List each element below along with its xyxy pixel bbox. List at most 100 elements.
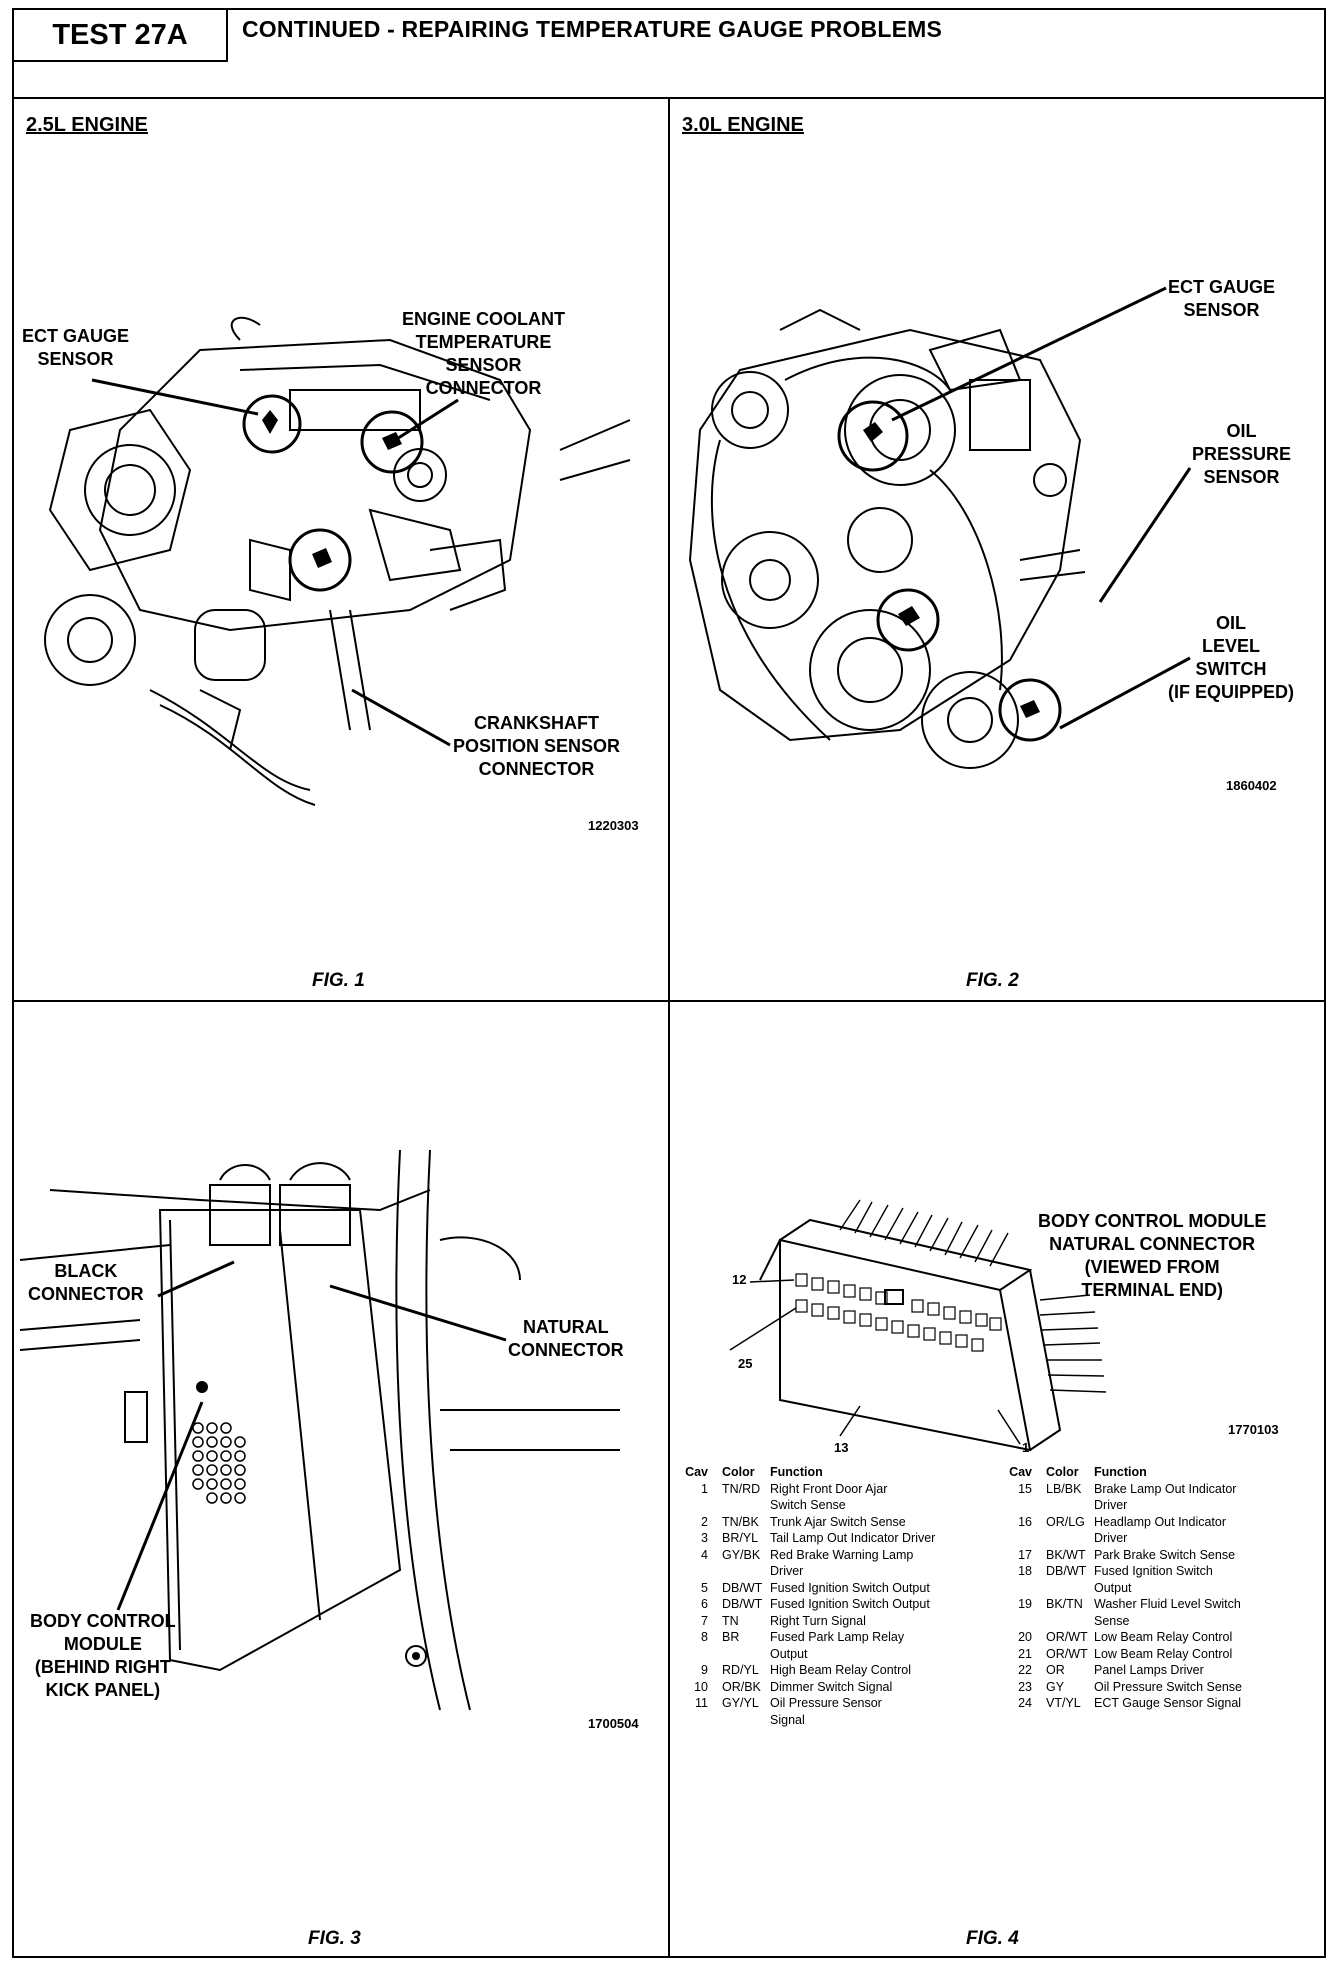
fig1-reference-number: 1220303	[588, 818, 639, 833]
fig4-reference-number: 1770103	[1228, 1422, 1279, 1437]
wire-color: TN	[722, 1613, 739, 1628]
wire-color: TN/BK	[722, 1514, 759, 1529]
cavity-number: 22	[1018, 1663, 1032, 1677]
circuit-function: Dimmer Switch Signal	[770, 1679, 893, 1694]
circuit-function: Right Turn Signal	[770, 1613, 866, 1628]
fig3-black-connector-callout: BLACK CONNECTOR	[28, 1261, 144, 1304]
table-row: 5 DB/WT Fused Ignition Switch Output	[680, 1580, 990, 1597]
wire-color: DB/WT	[722, 1597, 763, 1611]
cavity-number: 15	[1018, 1481, 1032, 1496]
cavity-number: 5	[701, 1580, 708, 1595]
fig1-ect-gauge-callout: ECT GAUGE SENSOR	[22, 326, 130, 369]
circuit-function: Panel Lamps Driver	[1094, 1663, 1204, 1677]
circuit-function: Oil Pressure Switch Sense	[1094, 1679, 1242, 1694]
fig4-pin-25-label: 25	[738, 1356, 753, 1371]
cavity-number: 11	[695, 1696, 708, 1710]
fig2-engine-label: 3.0L ENGINE	[682, 114, 804, 136]
wire-color: OR/WT	[1046, 1630, 1088, 1644]
circuit-function: Washer Fluid Level Switch Sense	[1094, 1597, 1241, 1628]
circuit-function: Low Beam Relay Control	[1094, 1646, 1233, 1661]
cavity-number: 2	[701, 1514, 708, 1529]
cavity-number: 9	[701, 1663, 708, 1677]
fig2-oil-level-callout: OIL LEVEL SWITCH (IF EQUIPPED)	[1168, 613, 1295, 702]
cavity-number: 10	[694, 1679, 708, 1694]
circuit-function: Tail Lamp Out Indicator Driver	[770, 1531, 936, 1545]
cavity-number: 4	[701, 1547, 708, 1562]
fig3-natural-connector-callout: NATURAL CONNECTOR	[508, 1317, 624, 1360]
cavity-number: 24	[1018, 1696, 1032, 1710]
table-row: 11 GY/YL Oil Pressure Sensor Signal	[680, 1695, 990, 1728]
circuit-function: Red Brake Warning Lamp Driver	[770, 1547, 914, 1579]
wire-color: GY	[1046, 1679, 1065, 1694]
fig1-label: FIG. 1	[312, 970, 365, 991]
fig1-engine-illustration	[44, 316, 631, 806]
wire-color: DB/WT	[722, 1580, 763, 1595]
fig3-bcm-illustration	[19, 1149, 620, 1711]
fig1-crankshaft-sensor-callout: CRANKSHAFT POSITION SENSOR CONNECTOR	[453, 713, 621, 779]
cav-header: Cav	[1009, 1465, 1032, 1479]
fig2-oil-pressure-callout: OIL PRESSURE SENSOR	[1192, 421, 1292, 487]
wire-color: GY/YL	[722, 1696, 759, 1710]
circuit-function: Trunk Ajar Switch Sense	[770, 1514, 906, 1529]
circuit-function: Fused Ignition Switch Output	[770, 1597, 930, 1611]
circuit-function: Headlamp Out Indicator Driver	[1094, 1514, 1227, 1546]
cavity-number: 1	[701, 1481, 708, 1496]
wire-color: OR/LG	[1046, 1514, 1085, 1529]
circuit-function: Oil Pressure Sensor Signal	[770, 1696, 882, 1727]
cavity-number: 18	[1018, 1564, 1032, 1578]
fig2-reference-number: 1860402	[1226, 778, 1277, 793]
table-row: 9 RD/YL High Beam Relay Control	[680, 1662, 990, 1679]
cavity-number: 6	[701, 1597, 708, 1611]
column-divider	[668, 97, 670, 1958]
cavity-number: 17	[1018, 1547, 1032, 1562]
fig3-leader-lines	[116, 1260, 507, 1611]
circuit-function: Low Beam Relay Control	[1094, 1630, 1233, 1644]
cavity-number: 23	[1018, 1679, 1032, 1694]
cavity-number: 20	[1018, 1630, 1032, 1644]
page-title: CONTINUED - REPAIRING TEMPERATURE GAUGE …	[242, 16, 943, 42]
wire-color: BK/TN	[1046, 1597, 1083, 1611]
color-header: Color	[1046, 1465, 1079, 1479]
fig2-ect-gauge-callout: ECT GAUGE SENSOR	[1168, 277, 1276, 320]
fig3-label: FIG. 3	[308, 1928, 361, 1949]
fig2-engine-illustration	[688, 308, 1086, 769]
fig1-leader-lines	[91, 378, 459, 747]
wire-color: BK/WT	[1046, 1547, 1086, 1562]
fig2-label: FIG. 2	[966, 970, 1019, 991]
fig4-pin-13-label: 13	[834, 1440, 849, 1455]
circuit-function: Fused Park Lamp Relay Output	[770, 1630, 905, 1661]
circuit-function: High Beam Relay Control	[770, 1663, 912, 1677]
fig2-leader-lines	[891, 286, 1192, 730]
table-header: Cav Color Function	[1004, 1464, 1322, 1481]
table-row: 6 DB/WT Fused Ignition Switch Output	[680, 1596, 990, 1613]
test-id-box: TEST 27A	[14, 10, 228, 62]
fig4-label: FIG. 4	[966, 1928, 1019, 1949]
wire-color: LB/BK	[1046, 1481, 1082, 1496]
circuit-function: Fused Ignition Switch Output	[770, 1580, 930, 1595]
cavity-number: 16	[1018, 1514, 1032, 1529]
table-row: 2 TN/BK Trunk Ajar Switch Sense	[680, 1514, 990, 1531]
table-row: 3 BR/YL Tail Lamp Out Indicator Driver	[680, 1530, 990, 1547]
table-row: 20 OR/WT Low Beam Relay Control	[1004, 1629, 1322, 1646]
wire-color: TN/RD	[722, 1481, 761, 1496]
wire-color: BR	[722, 1630, 740, 1644]
wire-color: GY/BK	[722, 1547, 761, 1562]
color-header: Color	[722, 1465, 755, 1479]
wire-color: DB/WT	[1046, 1564, 1087, 1578]
table-row: 18 DB/WT Fused Ignition Switch Output	[1004, 1563, 1322, 1596]
wire-color: BR/YL	[722, 1531, 759, 1545]
circuit-function: Fused Ignition Switch Output	[1094, 1564, 1213, 1595]
table-row: 16 OR/LG Headlamp Out Indicator Driver	[1004, 1514, 1322, 1547]
wire-color: RD/YL	[722, 1663, 759, 1677]
cavity-number: 3	[701, 1531, 708, 1545]
table-row: 4 GY/BK Red Brake Warning Lamp Driver	[680, 1547, 990, 1580]
function-header: Function	[1094, 1465, 1147, 1479]
